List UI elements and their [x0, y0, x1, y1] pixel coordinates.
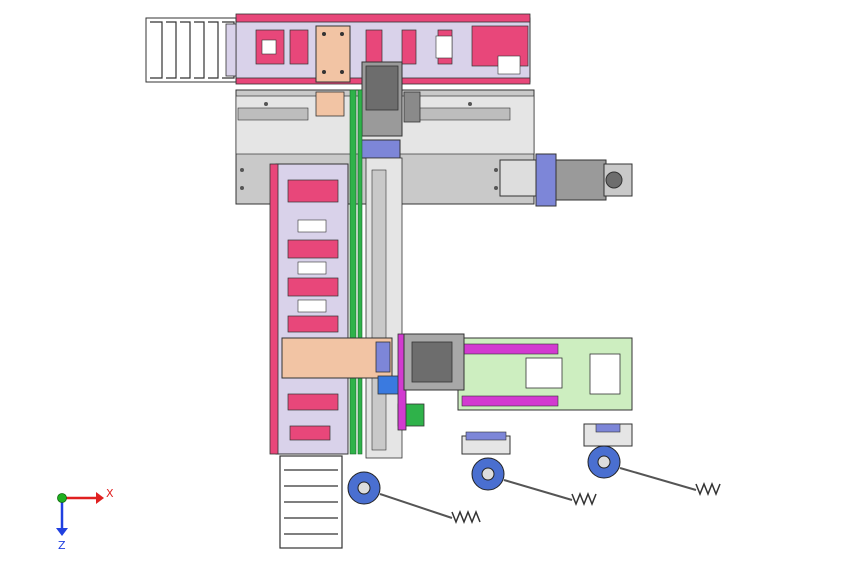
chuck-1 — [347, 471, 481, 525]
gripper-plate — [403, 333, 633, 411]
linear-rail-left — [349, 89, 357, 455]
gripper-finger-2 — [583, 423, 633, 447]
carriage-bracket — [281, 337, 393, 379]
top-orange-bracket — [315, 25, 351, 83]
horizontal-motor — [499, 153, 633, 207]
axis-triad: X Z — [56, 487, 114, 552]
bottom-chain-end — [279, 455, 343, 549]
gripper-finger-1 — [461, 431, 511, 455]
vertical-drag-chain — [269, 163, 349, 455]
chuck-2 — [471, 457, 597, 507]
vertical-motor — [359, 61, 421, 159]
chuck-3 — [587, 445, 721, 497]
z-axis-label: Z — [58, 539, 66, 552]
linear-rail-right — [357, 89, 363, 455]
x-axis-label: X — [106, 487, 114, 500]
